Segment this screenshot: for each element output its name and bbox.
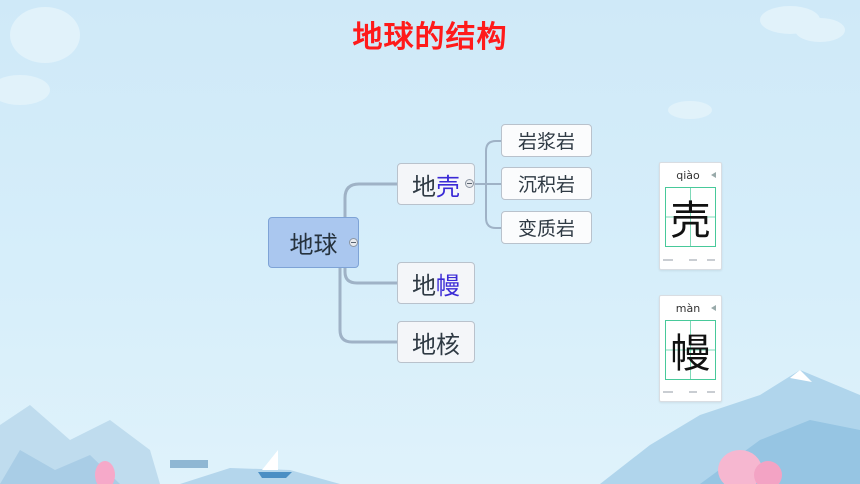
speaker-icon[interactable] (711, 305, 716, 311)
leaf-node-metamorphic[interactable]: 变质岩 (501, 211, 592, 244)
branch-node-core[interactable]: 地核 (397, 321, 475, 363)
branch-crust-prefix: 地 (412, 172, 436, 201)
card-man-pinyin: màn (675, 302, 701, 315)
card-qiao-pinyin: qiào (676, 169, 700, 182)
root-label: 地球 (289, 231, 338, 259)
page-title: 地球的结构 (352, 20, 508, 55)
branch-core-label: 地核 (412, 330, 460, 359)
leaf-igneous-label: 岩浆岩 (517, 131, 575, 153)
branch-node-crust[interactable]: 地壳 (397, 163, 475, 205)
branch-mantle-prefix: 地 (412, 271, 436, 300)
character-card-man: màn 幔 (659, 295, 722, 402)
leaf-node-sedimentary[interactable]: 沉积岩 (501, 167, 592, 200)
character-card-qiao: qiào 壳 (659, 162, 722, 270)
crust-collapse-icon[interactable] (465, 179, 474, 188)
card-qiao-character: 壳 (670, 198, 711, 244)
leaf-sedimentary-label: 沉积岩 (517, 174, 575, 196)
branch-crust-accent: 壳 (436, 172, 460, 201)
card-qiao-footer (663, 256, 719, 266)
leaf-node-igneous[interactable]: 岩浆岩 (501, 124, 592, 157)
tian-grid: 壳 (665, 187, 716, 247)
root-collapse-icon[interactable] (349, 238, 358, 247)
branch-mantle-accent: 幔 (436, 271, 460, 300)
card-man-footer (663, 388, 719, 398)
leaf-metamorphic-label: 变质岩 (517, 218, 575, 240)
mindmap-root-node[interactable]: 地球 (268, 217, 359, 268)
card-man-character: 幔 (670, 331, 711, 377)
tian-grid: 幔 (665, 320, 716, 380)
speaker-icon[interactable] (711, 172, 716, 178)
branch-node-mantle[interactable]: 地幔 (397, 262, 475, 304)
